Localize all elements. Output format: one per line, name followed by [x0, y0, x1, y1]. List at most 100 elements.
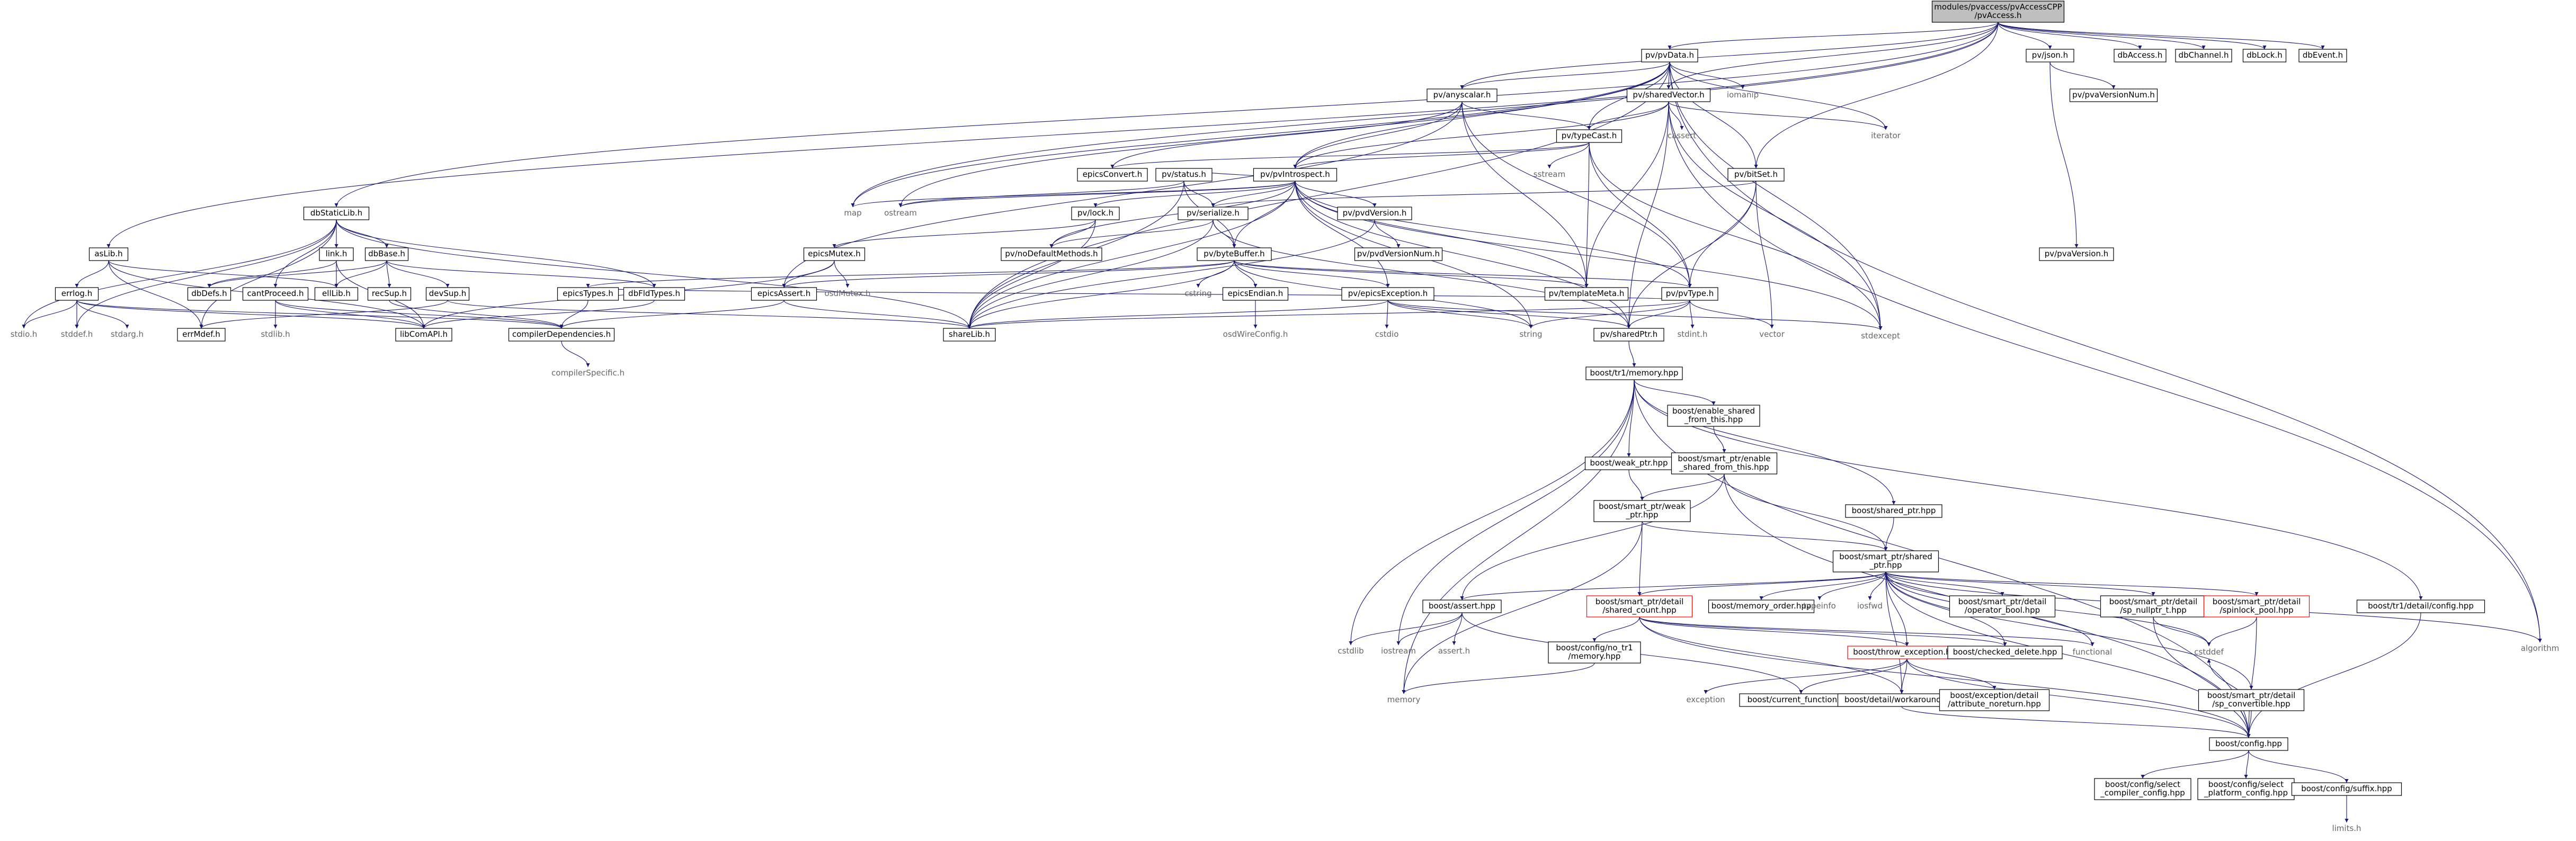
- node-db-base[interactable]: dbBase.h: [364, 247, 409, 261]
- node-template-meta[interactable]: pv/templateMeta.h: [1544, 287, 1629, 301]
- node-root[interactable]: modules/pvaccess/pvAccessCPP/pvAccess.h: [1931, 1, 2065, 23]
- node-checked-delete[interactable]: boost/checked_delete.hpp: [1947, 646, 2063, 659]
- node-sp-convertible[interactable]: boost/smart_ptr/detail/sp_convertible.hp…: [2198, 689, 2305, 711]
- node-shared-ptr-hpp[interactable]: boost/shared_ptr.hpp: [1845, 504, 1942, 518]
- node-label: pv/pvType.h: [1666, 289, 1714, 298]
- edge-db-base-to-db-fld-types: [386, 260, 655, 288]
- edge-tr1memory-to-shared-ptr-hpp: [1634, 379, 1894, 505]
- node-dev-sup[interactable]: devSup.h: [425, 287, 470, 301]
- node-serialize[interactable]: pv/serialize.h: [1178, 207, 1249, 220]
- node-pv-type[interactable]: pv/pvType.h: [1661, 287, 1718, 301]
- node-box: [303, 207, 370, 220]
- node-pv-status[interactable]: pv/status.h: [1155, 168, 1213, 182]
- node-epics-mutex[interactable]: epicsMutex.h: [803, 247, 866, 261]
- node-select-platform[interactable]: boost/config/select_platform_config.hpp: [2197, 778, 2295, 800]
- edge-arrowhead: [75, 284, 79, 288]
- node-box: [1667, 405, 1760, 427]
- node-box: [2198, 689, 2305, 711]
- node-throw-exception[interactable]: boost/throw_exception.hpp: [1847, 646, 1967, 659]
- edge-sp-enable-shared-to-sp-shared: [1724, 473, 1886, 551]
- node-errlog[interactable]: errlog.h: [55, 287, 99, 301]
- node-shared-vector[interactable]: pv/sharedVector.h: [1626, 88, 1711, 102]
- node-bit-set[interactable]: pv/bitSet.h: [1727, 168, 1785, 182]
- node-pva-version-num[interactable]: pv/pvaVersionNum.h: [2069, 88, 2158, 102]
- node-box: [1354, 247, 1443, 261]
- node-tr1-config[interactable]: boost/tr1/detail/config.hpp: [2356, 600, 2485, 613]
- node-sp-nullptr[interactable]: boost/smart_ptr/detail/sp_nullptr_t.hpp: [2100, 595, 2207, 618]
- node-op-bool[interactable]: boost/smart_ptr/detail/operator_bool.hpp: [1949, 595, 2056, 618]
- edge-assert-hpp-to-cstdlib: [1350, 612, 1463, 646]
- node-box: [2356, 600, 2485, 613]
- node-byte-buffer[interactable]: pv/byteBuffer.h: [1197, 247, 1272, 261]
- node-no-default[interactable]: pv/noDefaultMethods.h: [1001, 247, 1102, 261]
- node-pv-data-access[interactable]: dbAccess.h: [2114, 49, 2167, 62]
- node-type-cast[interactable]: pv/typeCast.h: [1556, 129, 1623, 143]
- edge-sp-nullptr-to-cstddef: [2153, 616, 2209, 647]
- edge-pv-introspect-to-map: [852, 181, 1296, 208]
- node-box: [1661, 287, 1718, 301]
- node-pv-json[interactable]: pv/json.h: [2026, 49, 2074, 62]
- node-err-mdef[interactable]: errMdef.h: [177, 328, 226, 342]
- node-no-tr1[interactable]: boost/config/no_tr1/memory.hpp: [1548, 641, 1641, 664]
- node-box: [2100, 595, 2207, 618]
- node-box: [2026, 49, 2074, 62]
- edge-db-base-to-dev-sup: [386, 260, 448, 288]
- node-db-channel[interactable]: dbChannel.h: [2175, 49, 2232, 62]
- node-tr1memory[interactable]: boost/tr1/memory.hpp: [1585, 366, 1683, 380]
- node-box: [187, 287, 231, 301]
- node-rec-sup[interactable]: recSup.h: [367, 287, 412, 301]
- node-pv-introspect[interactable]: pv/pvIntrospect.h: [1253, 168, 1338, 182]
- node-pv-anyscalar[interactable]: pv/anyscalar.h: [1427, 88, 1498, 102]
- node-db-defs[interactable]: dbDefs.h: [187, 287, 231, 301]
- node-weak-ptr[interactable]: boost/weak_ptr.hpp: [1584, 457, 1673, 470]
- node-epics-endian[interactable]: epicsEndian.h: [1222, 287, 1289, 301]
- node-pvd-version-num[interactable]: pv/pvdVersionNum.h: [1354, 247, 1443, 261]
- node-label: boost/tr1/memory.hpp: [1590, 368, 1678, 378]
- node-compiler-dep[interactable]: compilerDependencies.h: [508, 328, 615, 342]
- node-suffix[interactable]: boost/config/suffix.hpp: [2291, 782, 2402, 796]
- node-pva-version[interactable]: pv/pvaVersion.h: [2039, 247, 2114, 261]
- node-sp-weak[interactable]: boost/smart_ptr/weak_ptr.hpp: [1593, 500, 1691, 522]
- edge-arrowhead: [1385, 325, 1389, 328]
- node-label: dbEvent.h: [2303, 50, 2343, 60]
- node-db-fld-types[interactable]: dbFldTypes.h: [623, 287, 685, 301]
- node-label: functional: [2073, 647, 2113, 657]
- node-epics-convert[interactable]: epicsConvert.h: [1077, 168, 1148, 182]
- node-spinlock-pool[interactable]: boost/smart_ptr/detail/spinlock_pool.hpp: [2203, 595, 2310, 618]
- node-memory-order[interactable]: boost/memory_order.hpp: [1708, 600, 1815, 613]
- edge-shared-count-to-config: [1639, 616, 2249, 738]
- node-db-lock[interactable]: dbLock.h: [2242, 49, 2287, 62]
- node-box: [2094, 778, 2191, 800]
- node-lib-com-api[interactable]: libComAPI.h: [395, 328, 452, 342]
- node-as-lib[interactable]: asLib.h: [88, 247, 129, 261]
- node-shared-count[interactable]: boost/smart_ptr/detail/shared_count.hpp: [1586, 595, 1693, 618]
- node-pv-lock[interactable]: pv/lock.h: [1071, 207, 1120, 220]
- node-epics-types[interactable]: epicsTypes.h: [557, 287, 619, 301]
- node-assert-hpp[interactable]: boost/assert.hpp: [1422, 600, 1502, 613]
- node-linkh[interactable]: link.h: [319, 247, 354, 261]
- node-sp-enable-shared[interactable]: boost/smart_ptr/enable_shared_from_this.…: [1671, 452, 1778, 475]
- node-ell-lib[interactable]: ellLib.h: [314, 287, 359, 301]
- node-pvd-version[interactable]: pv/pvdVersion.h: [1337, 207, 1412, 220]
- edge-arrowhead: [1396, 244, 1401, 248]
- node-sp-shared[interactable]: boost/smart_ptr/shared_ptr.hpp: [1832, 550, 1939, 572]
- node-pv-data[interactable]: pv/pvData.h: [1641, 49, 1698, 62]
- node-db-static-lib[interactable]: dbStaticLib.h: [303, 207, 370, 220]
- node-box: [1626, 88, 1711, 102]
- node-map: map: [844, 208, 861, 218]
- node-enable-shared[interactable]: boost/enable_shared_from_this.hpp: [1667, 405, 1760, 427]
- node-share-lib[interactable]: shareLib.h: [943, 328, 996, 342]
- node-cant-proceed[interactable]: cantProceed.h: [242, 287, 309, 301]
- node-shared-ptr[interactable]: pv/sharedPtr.h: [1593, 328, 1664, 342]
- node-attr-noreturn[interactable]: boost/exception/detail/attribute_noretur…: [1939, 689, 2050, 711]
- node-db-event[interactable]: dbEvent.h: [2298, 49, 2347, 62]
- node-epics-exception[interactable]: pv/epicsException.h: [1341, 287, 1434, 301]
- edge-arrowhead: [207, 284, 211, 288]
- node-epics-assert[interactable]: epicsAssert.h: [751, 287, 817, 301]
- node-config[interactable]: boost/config.hpp: [2209, 737, 2288, 751]
- edge-pv-introspect-to-share-lib: [969, 181, 1296, 329]
- node-label: dbLock.h: [2247, 50, 2283, 60]
- node-select-compiler[interactable]: boost/config/select_compiler_config.hpp: [2094, 778, 2191, 800]
- edge-type-cast-to-pv-introspect: [1295, 142, 1590, 169]
- node-box: [1584, 457, 1673, 470]
